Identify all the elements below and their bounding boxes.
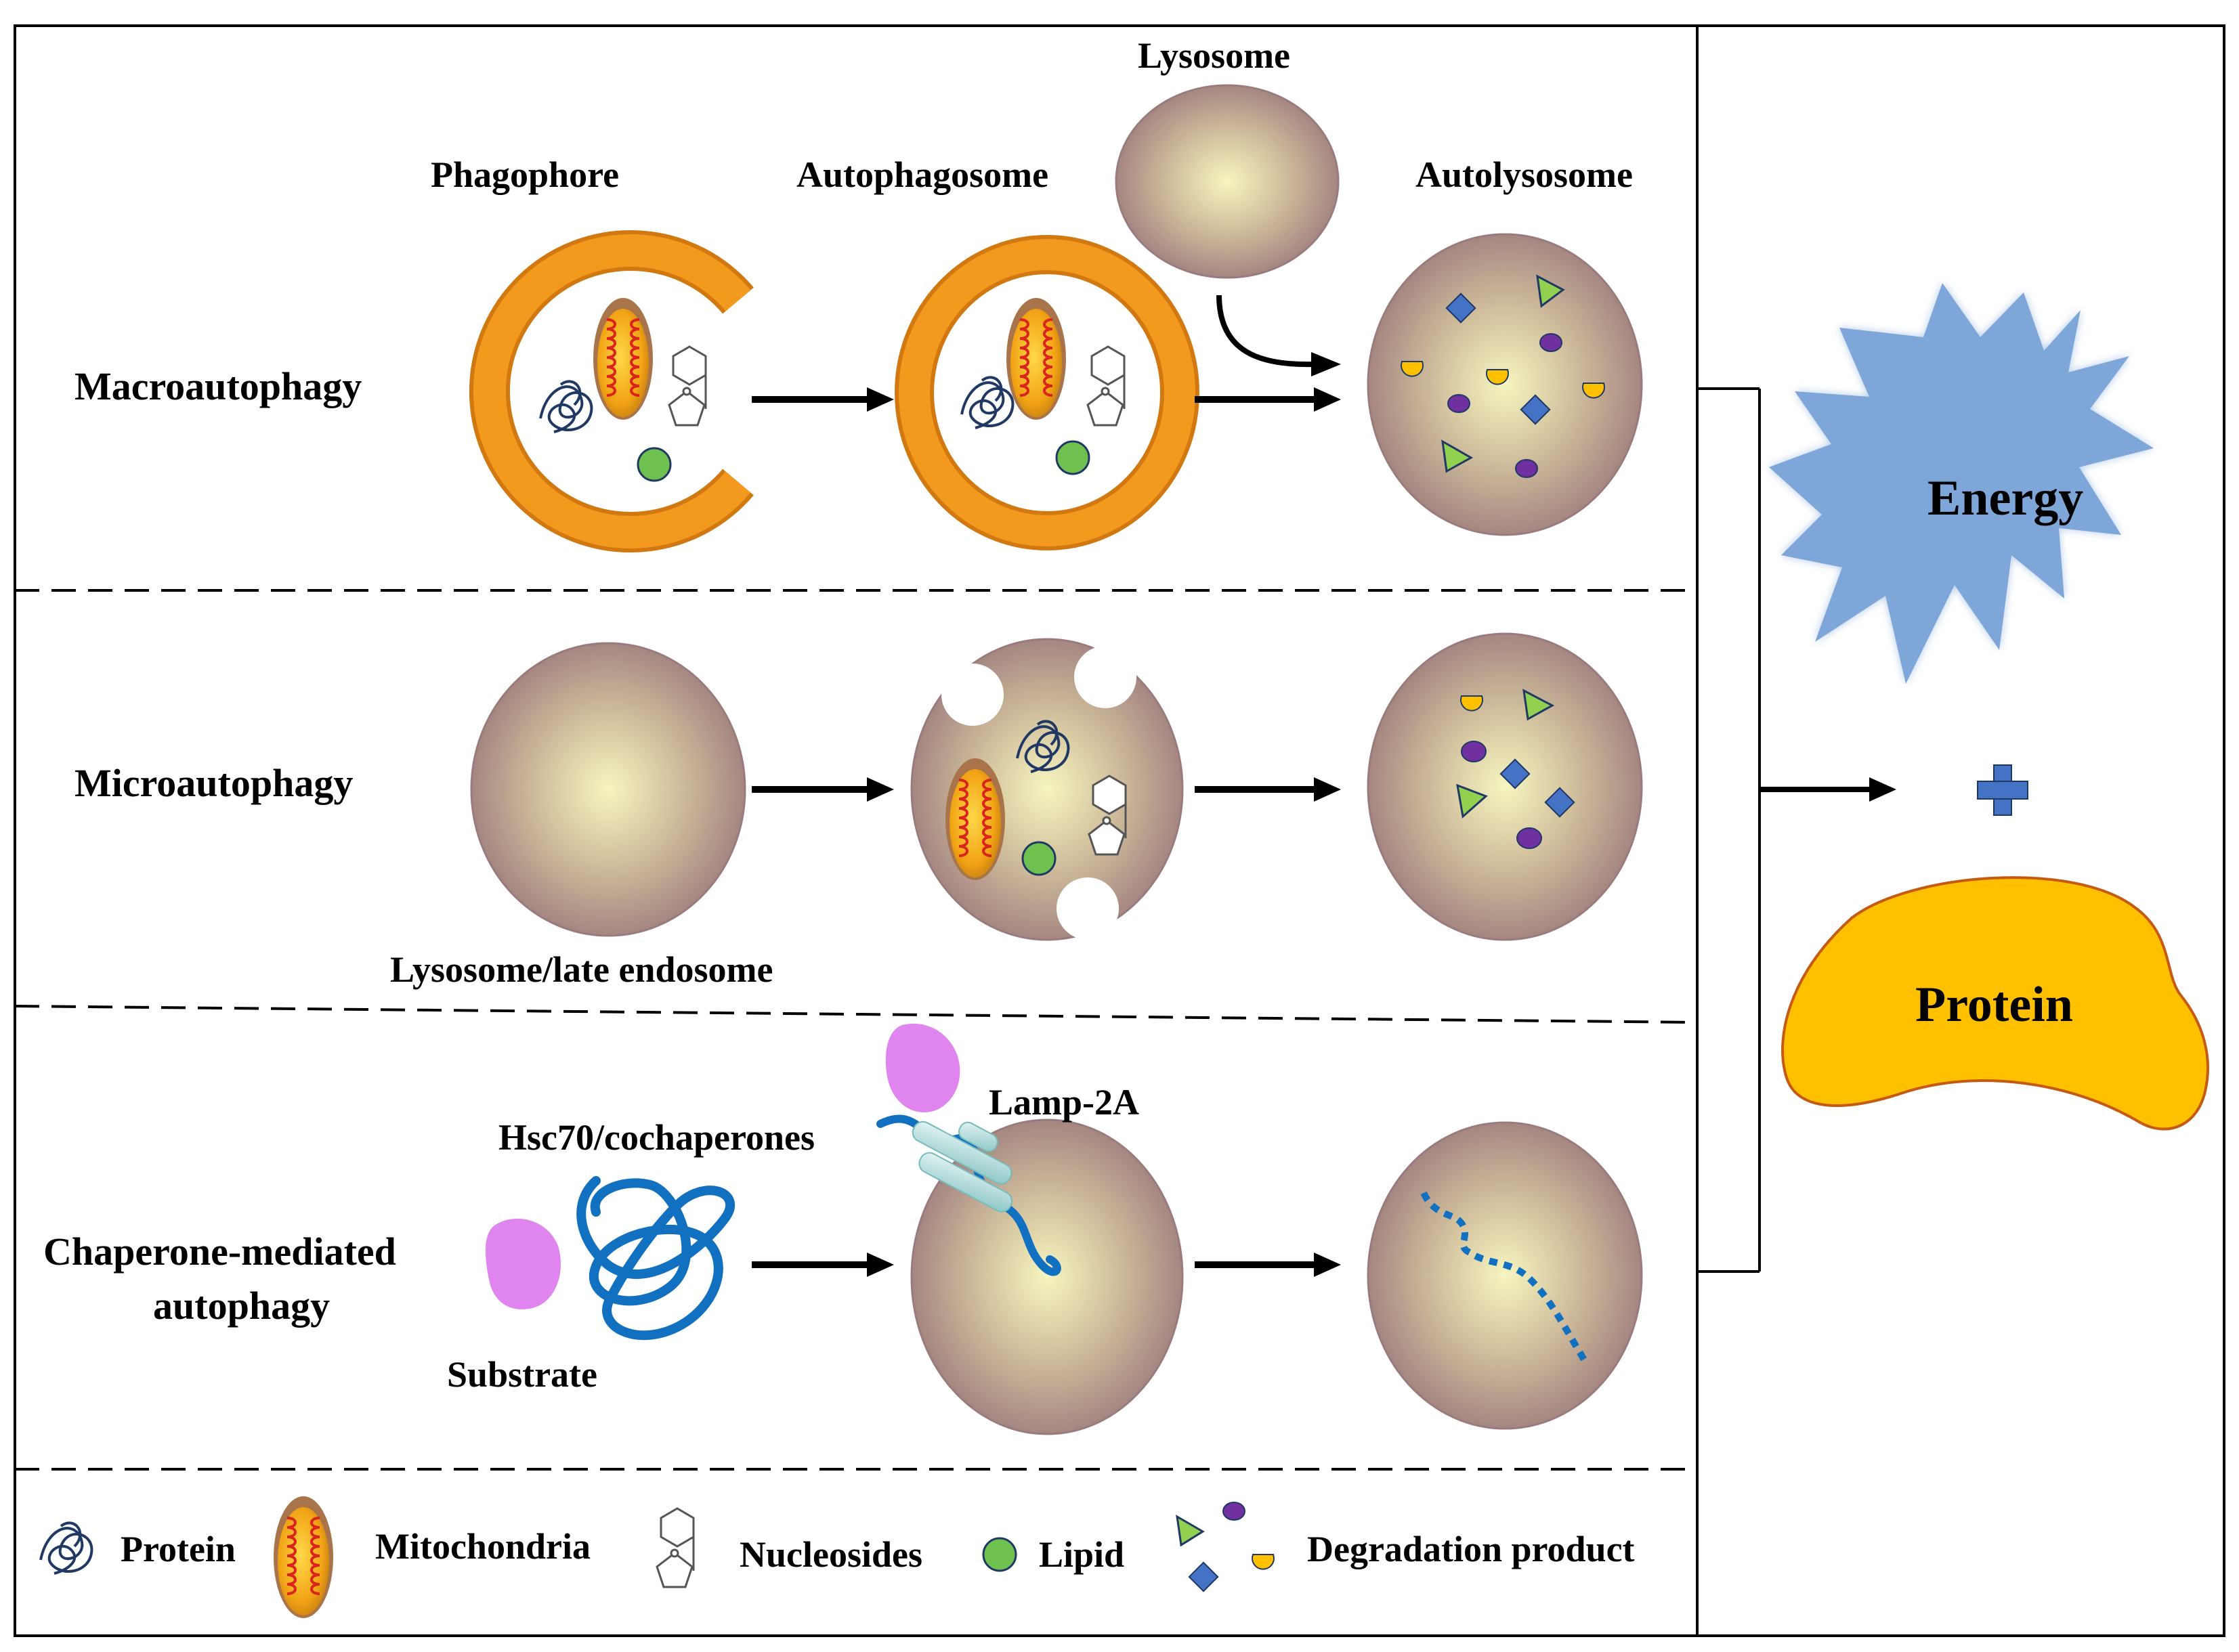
autolysosome [1367, 233, 1643, 536]
lysosome-label: Lysosome [1138, 35, 1290, 76]
row-divider-2 [14, 1005, 1698, 1024]
cma-title-line1: Chaperone-mediated [43, 1230, 396, 1274]
microautophagy-invagination [910, 638, 1184, 941]
autophagosome [895, 235, 1199, 550]
nucleosides-icon [668, 345, 707, 427]
protein-icon [960, 376, 1015, 429]
legend-nucleosides-label: Nucleosides [740, 1534, 922, 1575]
substrate-label: Substrate [447, 1354, 597, 1395]
outer-frame [14, 24, 2225, 1637]
legend-protein-icon [39, 1521, 93, 1575]
legend-degradation-label: Degradation product [1307, 1529, 1635, 1569]
phagophore [469, 230, 754, 552]
output-bracket [1697, 387, 1896, 1273]
hsc70-chaperone [576, 1176, 735, 1341]
autolysosome-label: Autolysosome [1415, 154, 1633, 195]
cma-substrate [885, 1023, 960, 1112]
cma-degradation [1367, 1121, 1643, 1430]
protein-label: Protein [1915, 977, 2073, 1032]
lysosome [1115, 84, 1340, 279]
legend: Protein Mitochondria Nucleosides Lipid D… [39, 1495, 1635, 1620]
mitochondria-icon [1005, 297, 1067, 421]
mitochondria-icon [592, 297, 654, 421]
mitochondria-icon [944, 757, 1006, 882]
lipid-icon [1021, 841, 1057, 876]
legend-lipid-icon [982, 1537, 1017, 1572]
cma-title-line2: autophagy [153, 1284, 330, 1328]
legend-mitochondria-icon [272, 1495, 335, 1620]
lipid-icon [1055, 440, 1090, 475]
legend-nucleosides-icon [656, 1507, 695, 1588]
legend-protein-label: Protein [121, 1529, 236, 1569]
energy-label: Energy [1927, 471, 2083, 526]
microautophagy-title: Microautophagy [74, 761, 353, 805]
macroautophagy-title: Macroautophagy [74, 364, 362, 408]
legend-degradation-icon [1176, 1502, 1275, 1592]
energy-star [1769, 283, 2154, 684]
lysosome-fusion-arrow [1216, 295, 1315, 368]
cma-lysosome [876, 1023, 1184, 1435]
lysosome-late-endosome [470, 642, 746, 937]
protein-shape [1781, 876, 2209, 1131]
lamp-2a-label: Lamp-2A [989, 1082, 1139, 1123]
nucleosides-icon [1086, 345, 1126, 427]
plus-sign [1977, 764, 2028, 816]
substrate [485, 1219, 561, 1309]
legend-lipid-label: Lipid [1039, 1534, 1124, 1575]
microautophagy-degradation [1367, 632, 1643, 941]
protein-icon [539, 380, 593, 433]
autophagosome-label: Autophagosome [796, 154, 1048, 195]
legend-mitochondria-label: Mitochondria [375, 1526, 591, 1567]
lysosome-late-endosome-label: Lysosome/late endosome [390, 949, 773, 990]
phagophore-label: Phagophore [431, 154, 619, 195]
lamp-2a-receptor [912, 1121, 1013, 1213]
lipid-icon [637, 447, 672, 482]
hsc70-label: Hsc70/cochaperones [498, 1117, 815, 1158]
